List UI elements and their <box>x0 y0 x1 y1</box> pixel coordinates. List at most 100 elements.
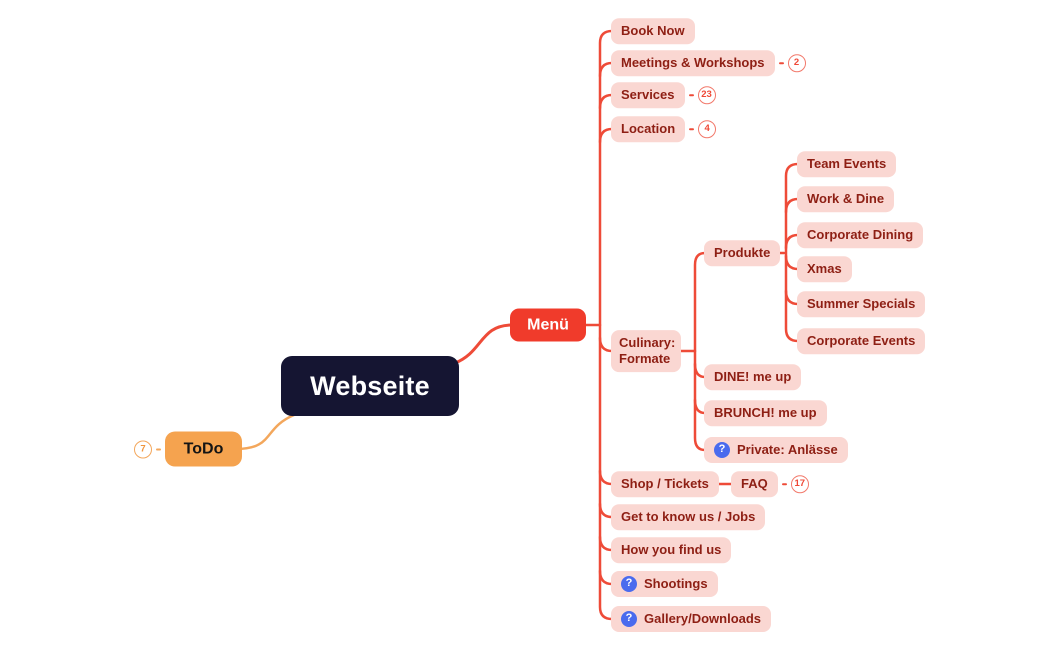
node-todo-label: ToDo <box>183 440 224 458</box>
node-shootings[interactable]: ? Shootings <box>611 571 718 597</box>
node-produkte-wrap: Produkte <box>704 240 781 266</box>
node-xmas[interactable]: Xmas <box>797 256 852 282</box>
node-book-now[interactable]: Book Now <box>611 18 695 44</box>
node-faq-label: FAQ <box>741 476 768 492</box>
node-gallery-downloads-label: Gallery/Downloads <box>644 611 762 627</box>
node-faq-wrap: FAQ 17 <box>731 471 809 497</box>
node-gallery-downloads[interactable]: ? Gallery/Downloads <box>611 606 772 632</box>
node-get-to-know-label: Get to know us / Jobs <box>621 509 756 525</box>
node-shootings-wrap: ? Shootings <box>611 571 718 597</box>
node-menu[interactable]: Menü <box>510 308 586 342</box>
hook-summer <box>784 289 800 306</box>
node-menu-label: Menü <box>527 316 569 334</box>
node-how-you-find-label: How you find us <box>621 542 722 558</box>
node-brunch-me-up-wrap: BRUNCH! me up <box>704 400 827 426</box>
node-work-dine[interactable]: Work & Dine <box>797 186 895 212</box>
node-shop-tickets-wrap: Shop / Tickets <box>611 471 719 497</box>
node-shootings-label: Shootings <box>644 576 708 592</box>
node-location[interactable]: Location <box>611 116 686 142</box>
node-culinary-formate-label: Culinary: Formate <box>619 335 676 366</box>
node-corporate-events-wrap: Corporate Events <box>797 328 926 354</box>
node-work-dine-label: Work & Dine <box>807 191 885 207</box>
node-webseite-wrap: Webseite <box>281 356 459 416</box>
node-meetings-workshops-wrap: Meetings & Workshops 2 <box>611 50 806 76</box>
node-corporate-events[interactable]: Corporate Events <box>797 328 926 354</box>
node-location-label: Location <box>621 121 676 137</box>
node-team-events-label: Team Events <box>807 156 887 172</box>
node-book-now-label: Book Now <box>621 23 685 39</box>
badge-connector-location <box>689 128 695 130</box>
hook-dine <box>693 362 707 379</box>
question-icon: ? <box>621 576 637 592</box>
hook-shootings <box>598 569 614 586</box>
hook-brunch <box>693 398 707 415</box>
node-dine-me-up-label: DINE! me up <box>714 369 792 385</box>
link-root-todo <box>234 413 296 451</box>
count-badge-location[interactable]: 4 <box>698 120 717 138</box>
node-shop-tickets[interactable]: Shop / Tickets <box>611 471 719 497</box>
hook-shop <box>598 469 614 486</box>
node-corporate-dining[interactable]: Corporate Dining <box>797 222 924 248</box>
hook-culinary <box>598 336 614 353</box>
node-todo-wrap: 7 ToDo <box>134 431 242 467</box>
node-services-wrap: Services 23 <box>611 82 716 108</box>
node-summer-specials-label: Summer Specials <box>807 296 916 312</box>
node-webseite[interactable]: Webseite <box>281 356 459 416</box>
node-xmas-wrap: Xmas <box>797 256 852 282</box>
trunk-menu <box>598 29 614 621</box>
node-corporate-events-label: Corporate Events <box>807 333 916 349</box>
node-culinary-formate[interactable]: Culinary: Formate <box>611 330 681 372</box>
node-services[interactable]: Services <box>611 82 685 108</box>
node-webseite-label: Webseite <box>310 370 430 401</box>
badge-connector-meetings <box>778 62 784 64</box>
node-produkte-label: Produkte <box>714 245 771 261</box>
node-summer-specials-wrap: Summer Specials <box>797 291 926 317</box>
hook-corporate-dining <box>784 233 800 250</box>
badge-connector-faq <box>781 483 787 485</box>
node-location-wrap: Location 4 <box>611 116 717 142</box>
hook-services <box>598 93 614 110</box>
node-shop-tickets-label: Shop / Tickets <box>621 476 709 492</box>
node-work-dine-wrap: Work & Dine <box>797 186 895 212</box>
node-menu-wrap: Menü <box>510 308 586 342</box>
hook-xmas <box>784 254 800 271</box>
node-brunch-me-up[interactable]: BRUNCH! me up <box>704 400 827 426</box>
link-root-menu <box>453 323 514 365</box>
count-badge-faq[interactable]: 17 <box>790 475 809 493</box>
node-private-anlaesse-label: Private: Anlässe <box>737 442 838 458</box>
node-dine-me-up-wrap: DINE! me up <box>704 364 802 390</box>
node-todo[interactable]: ToDo <box>165 431 242 467</box>
question-icon: ? <box>621 611 637 627</box>
node-how-you-find[interactable]: How you find us <box>611 537 732 563</box>
node-get-to-know[interactable]: Get to know us / Jobs <box>611 504 766 530</box>
node-gallery-downloads-wrap: ? Gallery/Downloads <box>611 606 772 632</box>
node-team-events-wrap: Team Events <box>797 151 897 177</box>
node-xmas-label: Xmas <box>807 261 842 277</box>
node-book-now-wrap: Book Now <box>611 18 695 44</box>
node-private-anlaesse[interactable]: ? Private: Anlässe <box>704 437 848 463</box>
node-private-anlaesse-wrap: ? Private: Anlässe <box>704 437 848 463</box>
node-dine-me-up[interactable]: DINE! me up <box>704 364 802 390</box>
count-badge-meetings[interactable]: 2 <box>787 54 806 72</box>
badge-connector-services <box>688 94 694 96</box>
hook-get-to-know <box>598 502 614 519</box>
node-get-to-know-wrap: Get to know us / Jobs <box>611 504 766 530</box>
count-badge-services[interactable]: 23 <box>697 86 716 104</box>
node-summer-specials[interactable]: Summer Specials <box>797 291 926 317</box>
node-team-events[interactable]: Team Events <box>797 151 897 177</box>
hook-location <box>598 127 614 144</box>
node-corporate-dining-label: Corporate Dining <box>807 227 914 243</box>
question-icon: ? <box>714 442 730 458</box>
node-faq[interactable]: FAQ <box>731 471 778 497</box>
node-corporate-dining-wrap: Corporate Dining <box>797 222 924 248</box>
hook-work-dine <box>784 197 800 214</box>
node-meetings-workshops[interactable]: Meetings & Workshops <box>611 50 775 76</box>
node-culinary-formate-wrap: Culinary: Formate <box>611 330 681 372</box>
node-how-you-find-wrap: How you find us <box>611 537 732 563</box>
node-brunch-me-up-label: BRUNCH! me up <box>714 405 817 421</box>
node-produkte[interactable]: Produkte <box>704 240 781 266</box>
hook-meetings <box>598 61 614 78</box>
count-badge-todo[interactable]: 7 <box>134 440 152 458</box>
